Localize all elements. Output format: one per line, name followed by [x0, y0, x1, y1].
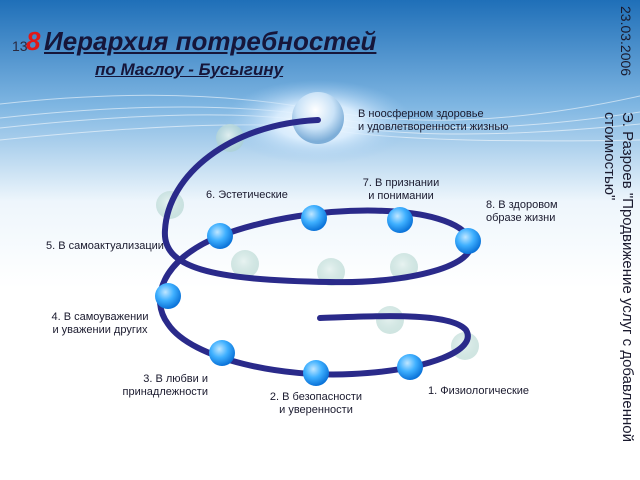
slide-title: Иерархия потребностей [44, 26, 377, 56]
node-5-self-actualization [207, 223, 233, 249]
label-7-line2: и понимании [368, 190, 434, 202]
side-author-line1: Э. Разроев "Продвижение услуг с добавлен… [619, 112, 636, 443]
label-4-line2: и уважении других [52, 324, 148, 336]
side-author-line2: стоимостью" [601, 112, 618, 201]
label-3: 3. В любви и принадлежности [100, 373, 208, 399]
hierarchy-spiral [157, 117, 474, 378]
label-8-line1: 8. В здоровом [486, 199, 558, 211]
node-8-healthy-lifestyle [455, 228, 481, 254]
label-3-line2: принадлежности [122, 386, 208, 398]
label-1: 1. Физиологические [428, 385, 530, 397]
node-7-recognition [387, 207, 413, 233]
side-author: Э. Разроев "Продвижение услуг с добавлен… [600, 112, 636, 472]
label-4: 4. В самоуважении и уважении других [38, 311, 162, 337]
node-1-physiological [397, 354, 423, 380]
label-2-line1: 2. В безопасности [269, 391, 363, 403]
slide-number: 13 [12, 38, 28, 54]
label-3-line1: 3. В любви и [143, 373, 208, 385]
label-5: 5. В самоактуализации [46, 240, 164, 252]
need-nodes [155, 205, 481, 386]
side-date: 23.03.2006 [618, 6, 634, 77]
label-top-line2: и удовлетворенности жизнью [358, 121, 509, 133]
slide-subtitle: по Маслоу - Бусыгину [95, 60, 284, 79]
label-top: В ноосферном здоровье и удовлетворенност… [358, 108, 508, 134]
label-2-line2: и уверенности [279, 404, 353, 416]
label-6: 6. Эстетические [206, 189, 288, 201]
label-8-line2: образе жизни [486, 212, 556, 224]
label-4-line1: 4. В самоуважении [51, 311, 149, 323]
node-3-love [209, 340, 235, 366]
label-8: 8. В здоровом образе жизни [486, 199, 558, 225]
node-6-aesthetic [301, 205, 327, 231]
node-2-safety [303, 360, 329, 386]
label-7-line1: 7. В признании [362, 177, 440, 189]
node-4-esteem [155, 283, 181, 309]
label-7: 7. В признании и понимании [354, 177, 448, 203]
slide-digit: 8 [26, 26, 41, 56]
label-2: 2. В безопасности и уверенности [262, 391, 370, 417]
label-top-line1: В ноосферном здоровье [358, 108, 484, 120]
